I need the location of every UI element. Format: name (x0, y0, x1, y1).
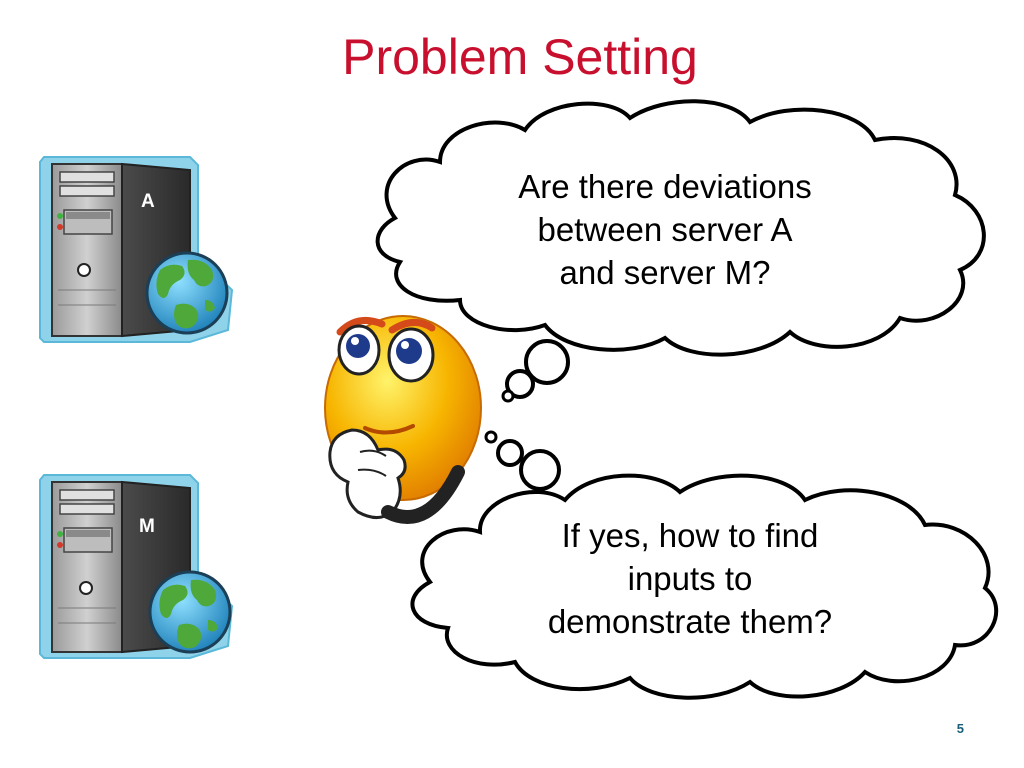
thinking-face-icon (324, 315, 482, 524)
bottom-bubble-line1: If yes, how to find (561, 517, 819, 554)
slide-title: Problem Setting (342, 29, 698, 85)
server-m-icon (39, 474, 234, 659)
server-m-label: M (139, 516, 155, 537)
page-number: 5 (956, 721, 964, 736)
bottom-bubble-line2: inputs to (627, 560, 753, 597)
bottom-bubble-line3: demonstrate them? (547, 603, 833, 640)
globe-icon (148, 570, 232, 654)
globe-icon (145, 251, 229, 335)
thought-cloud-top (375, 99, 986, 403)
bottom-bubble-text: If yes, how to find inputs to demonstrat… (490, 514, 890, 643)
server-a-icon (39, 156, 234, 343)
thought-cloud-bottom (410, 430, 999, 700)
server-a-label: A (141, 191, 155, 212)
top-bubble-line3: and server M? (559, 254, 771, 291)
top-bubble-text: Are there deviations between server A an… (460, 165, 870, 294)
top-bubble-line1: Are there deviations (518, 168, 812, 205)
top-bubble-line2: between server A (537, 211, 793, 248)
